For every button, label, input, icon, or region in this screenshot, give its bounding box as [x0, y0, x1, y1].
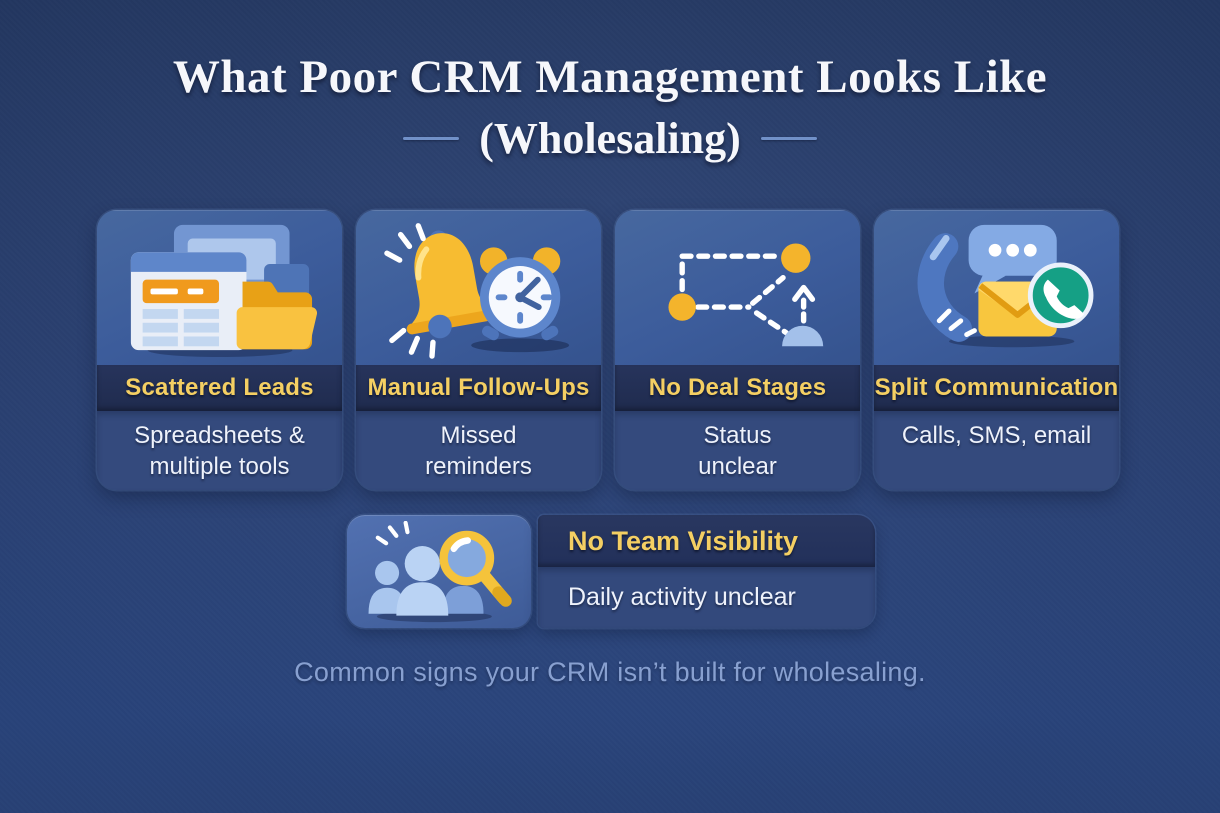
card-title-band: Scattered Leads	[97, 365, 342, 411]
card-split-communication: Split Communication Calls, SMS, email	[874, 210, 1119, 490]
spreadsheet-folder-icon	[130, 224, 317, 357]
card-title-band: No Deal Stages	[615, 365, 860, 411]
footer-caption: Common signs your CRM isn’t built for wh…	[294, 657, 926, 687]
bell-alarm-clock-icon	[383, 222, 569, 359]
page-title: What Poor CRM Management Looks Like	[172, 51, 1048, 103]
banner-no-team-visibility: No Team Visibility Daily activity unclea…	[347, 515, 875, 628]
card-no-deal-stages: No Deal Stages Status unclear	[615, 210, 860, 490]
card-icon-area	[97, 210, 342, 365]
card-subtitle-line: Missed	[440, 422, 517, 449]
phone-chat-email-whatsapp-icon	[917, 224, 1093, 347]
banner-icon-box	[347, 515, 531, 628]
banner-panel: No Team Visibility Daily activity unclea…	[538, 515, 875, 628]
card-manual-follow-ups: Manual Follow-Ups Missed reminders	[356, 210, 601, 490]
card-subtitle-line: Calls, SMS, email	[901, 422, 1092, 449]
card-icon-area	[874, 210, 1119, 365]
banner-subtitle: Daily activity unclear	[568, 583, 796, 611]
card-title-band: Manual Follow-Ups	[356, 365, 601, 411]
banner-title-band: No Team Visibility	[538, 515, 875, 567]
banner-title: No Team Visibility	[568, 525, 799, 556]
right-rule-line	[760, 137, 817, 140]
card-subtitle-band: Spreadsheets & multiple tools	[97, 411, 342, 490]
card-title-band: Split Communication	[874, 365, 1119, 411]
card-subtitle-band: Missed reminders	[356, 411, 601, 490]
card-title: Manual Follow-Ups	[367, 374, 590, 401]
team-magnifier-icon	[368, 520, 512, 622]
card-subtitle-line: multiple tools	[149, 453, 290, 480]
cards-row: Scattered Leads Spreadsheets & multiple …	[97, 210, 1119, 490]
banner-subtitle-band: Daily activity unclear	[538, 567, 875, 628]
card-title: No Deal Stages	[648, 374, 827, 401]
card-subtitle-band: Status unclear	[615, 411, 860, 490]
card-subtitle-line: Spreadsheets &	[134, 422, 305, 449]
page-subtitle-row: (Wholesaling)	[0, 113, 1220, 164]
page-subtitle: (Wholesaling)	[479, 114, 741, 163]
card-icon-area	[615, 210, 860, 365]
dashed-deal-path-icon	[667, 242, 823, 346]
card-scattered-leads: Scattered Leads Spreadsheets & multiple …	[97, 210, 342, 490]
card-subtitle-line: unclear	[698, 453, 777, 480]
card-subtitle-line: reminders	[425, 453, 532, 480]
card-subtitle-band: Calls, SMS, email	[874, 411, 1119, 490]
header: What Poor CRM Management Looks Like (Who…	[0, 50, 1220, 164]
card-title: Split Communication	[874, 374, 1119, 401]
left-rule-line	[403, 137, 460, 140]
card-title: Scattered Leads	[125, 374, 314, 401]
card-subtitle-line: Status	[703, 422, 772, 449]
card-icon-area	[356, 210, 601, 365]
